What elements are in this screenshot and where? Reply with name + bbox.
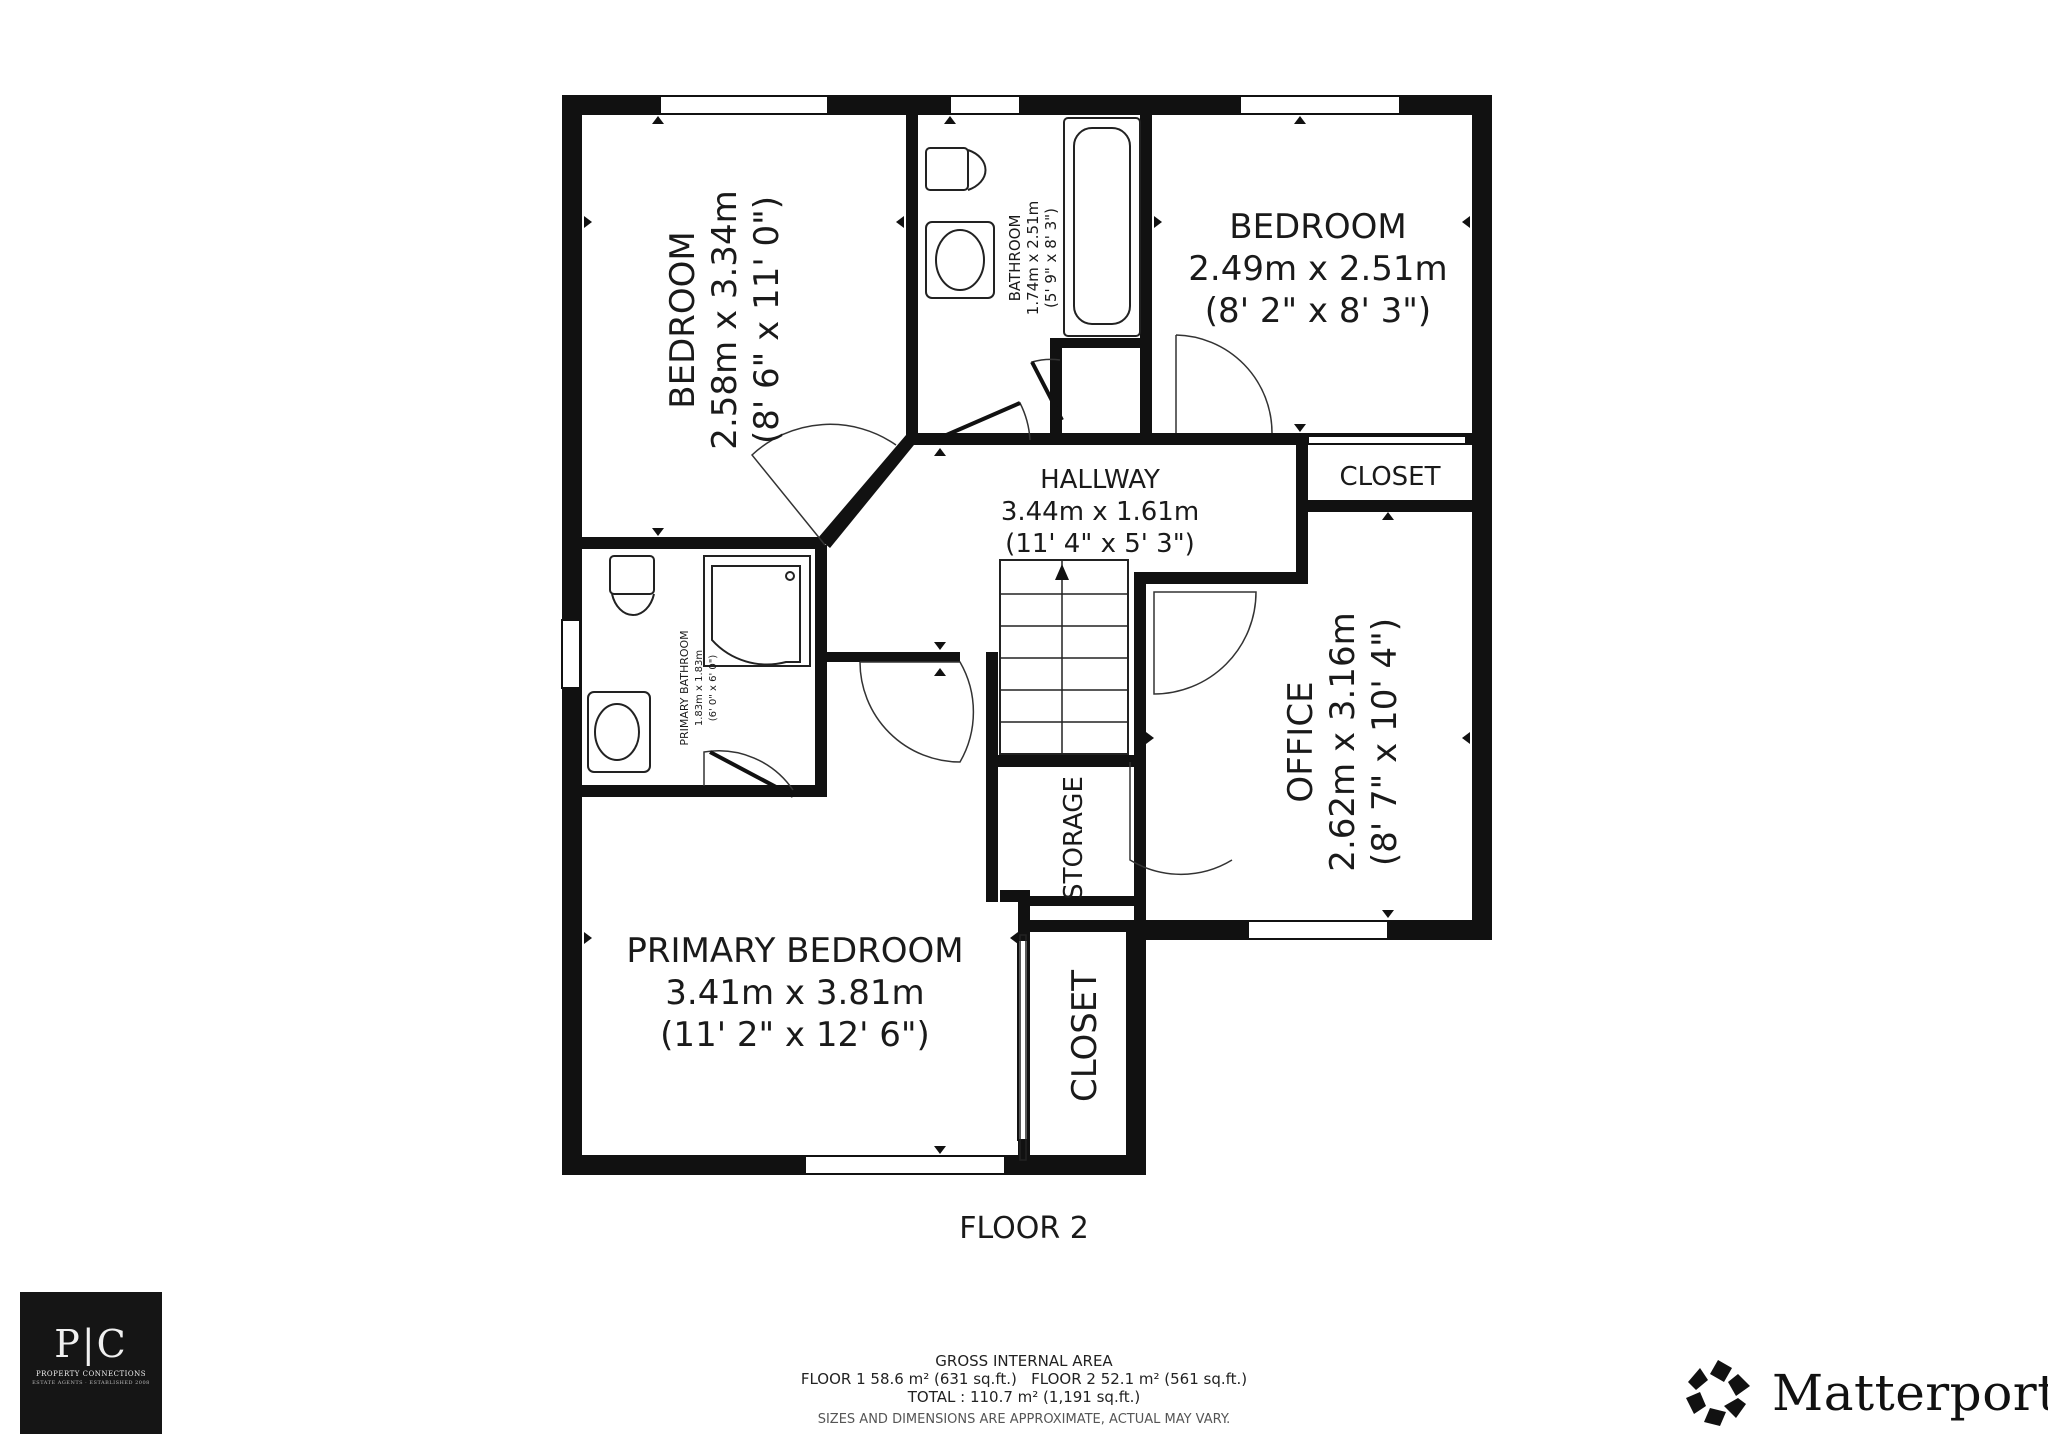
staircase-arrow-icon [1055,564,1069,580]
dimension-ticks [584,116,1470,1154]
matterport-wordmark: Matterport® [1772,1364,2048,1422]
matterport-logo: Matterport® [1680,1360,2048,1430]
room-name: BEDROOM [1229,207,1406,247]
room-name: HALLWAY [1040,465,1160,495]
room-office: OFFICE 2.62m x 3.16m (8' 7" x 10' 4") [1281,612,1405,871]
area-line1: FLOOR 1 58.6 m² (631 sq.ft.) FLOOR 2 52.… [800,1370,1248,1388]
floor-label: FLOOR 2 [959,1211,1089,1246]
room-metric: 3.41m x 3.81m [665,973,924,1013]
basin-icon [925,221,995,299]
room-imperial: (8' 7" x 10' 4") [1365,618,1405,866]
room-imperial: (5' 9" x 8' 3") [1042,208,1060,308]
room-imperial: (11' 4" x 5' 3") [1005,529,1195,559]
logo-tagline: ESTATE AGENTS · ESTABLISHED 2008 [32,1380,150,1386]
room-storage: STORAGE [1059,776,1089,900]
room-bedroom-right: BEDROOM 2.49m x 2.51m (8' 2" x 8' 3") [1188,207,1447,331]
room-bedroom-left: BEDROOM 2.58m x 3.34m (8' 6" x 11' 0") [663,190,787,449]
area-line2: TOTAL : 110.7 m² (1,191 sq.ft.) [907,1388,1141,1406]
room-name: CLOSET [1065,970,1105,1102]
room-imperial: (6' 0" x 6' 0") [708,655,719,722]
room-name: BATHROOM [1006,215,1024,302]
windows [561,95,1467,1175]
room-closet-top: CLOSET [1340,462,1441,492]
room-primary-bathroom: PRIMARY BATHROOM 1.83m x 1.83m (6' 0" x … [678,630,719,745]
room-name: CLOSET [1340,462,1441,492]
room-name: STORAGE [1059,776,1089,900]
room-metric: 2.49m x 2.51m [1188,249,1447,289]
basin-icon [587,691,651,773]
room-closet-bottom: CLOSET [1065,970,1105,1102]
matterport-logo-icon [1686,1360,1750,1426]
logo-monogram: P|C [54,1322,128,1366]
room-name: OFFICE [1281,681,1321,802]
room-imperial: (11' 2" x 12' 6") [660,1015,930,1055]
doors [703,334,1273,876]
room-metric: 1.74m x 2.51m [1024,201,1042,315]
room-name: BEDROOM [663,231,703,408]
room-primary-bedroom: PRIMARY BEDROOM 3.41m x 3.81m (11' 2" x … [626,931,963,1055]
toilet-icon [925,147,987,191]
room-metric: 2.62m x 3.16m [1323,612,1363,871]
room-name: PRIMARY BEDROOM [626,931,963,971]
room-metric: 2.58m x 3.34m [705,190,745,449]
room-hallway: HALLWAY 3.44m x 1.61m (11' 4" x 5' 3") [1001,465,1199,559]
area-heading: GROSS INTERNAL AREA [935,1352,1113,1370]
toilet-icon [609,555,655,616]
bathtub-icon [1063,117,1141,337]
property-connections-logo: P|C PROPERTY CONNECTIONS ESTATE AGENTS ·… [20,1292,162,1434]
area-disclaimer: SIZES AND DIMENSIONS ARE APPROXIMATE, AC… [817,1412,1231,1427]
staircase [999,559,1129,755]
room-metric: 1.83m x 1.83m [694,650,705,726]
room-name: PRIMARY BATHROOM [678,630,691,745]
room-imperial: (8' 6" x 11' 0") [747,196,787,444]
room-bathroom: BATHROOM 1.74m x 2.51m (5' 9" x 8' 3") [1006,201,1060,315]
fixtures [587,117,1141,1161]
logo-name: PROPERTY CONNECTIONS [35,1370,147,1378]
shower-tray-icon [703,555,811,667]
room-imperial: (8' 2" x 8' 3") [1205,291,1431,331]
room-metric: 3.44m x 1.61m [1001,497,1199,527]
